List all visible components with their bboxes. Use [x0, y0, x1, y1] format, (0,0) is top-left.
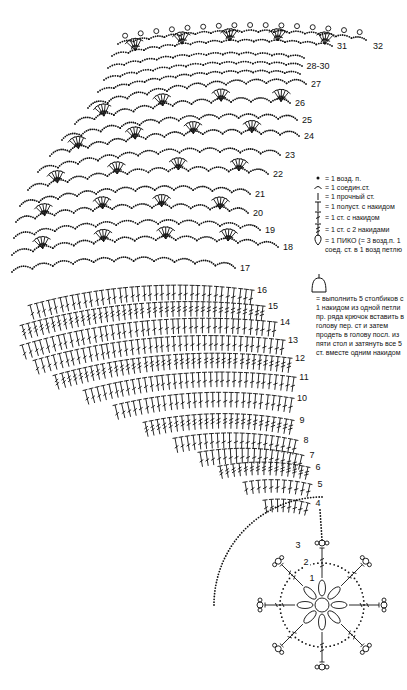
row-number: 6 [315, 462, 322, 472]
row-number: 15 [267, 301, 279, 311]
row-number: 31 [336, 41, 348, 51]
legend-text: = 1 соедин.ст. [325, 183, 405, 192]
row-number: 18 [282, 242, 294, 252]
picot-symbol [315, 235, 321, 245]
legend-text: = 1 прочный ст. [325, 192, 405, 201]
row-number: 7 [309, 450, 316, 460]
row-number: 5 [317, 479, 324, 489]
row-number: 16 [256, 285, 268, 295]
row-number: 14 [279, 317, 291, 327]
row-number: 27 [310, 79, 322, 89]
row-number: 9 [299, 415, 306, 425]
row-number: 20 [252, 208, 264, 218]
legend-text: = 1 ст. с накидом [325, 213, 405, 222]
row-number: 12 [294, 353, 306, 363]
legend-text: = 1 возд. п. [325, 174, 405, 183]
single-crochet-symbol [318, 193, 319, 200]
row-number: 23 [284, 150, 296, 160]
slip-stitch-symbol [315, 187, 322, 190]
legend-text: = 1 полуст. с накидом [325, 202, 405, 211]
row-number: 13 [287, 335, 299, 345]
row-number: 22 [272, 169, 284, 179]
row-number: 17 [239, 263, 251, 273]
legend-text: = 1 ПИКО (= 3 возд.п. 1 соед. ст. в 1 во… [325, 236, 404, 254]
row-number: 28-30 [306, 61, 331, 71]
double-crochet-symbol [315, 212, 321, 223]
legend-text: = 1 ст. с 2 накидами [325, 225, 405, 234]
row-number: 11 [298, 372, 309, 382]
row-number: 32 [372, 41, 384, 51]
row-number: 8 [303, 435, 310, 445]
row-number: 21 [254, 189, 266, 199]
row-number: 19 [264, 225, 276, 235]
row-number: 1 [309, 573, 316, 583]
row-number: 24 [303, 131, 315, 141]
chain-symbol [317, 177, 320, 180]
treble-crochet-symbol [315, 224, 321, 236]
chain-mesh [11, 29, 367, 273]
row-number: 4 [315, 498, 322, 508]
half-double-symbol [315, 202, 321, 211]
row-number: 25 [301, 115, 313, 125]
legend-text: = выполнить 5 столбиков с 1 накидом из о… [316, 294, 404, 357]
row-number: 26 [294, 98, 306, 108]
cluster-fans [33, 23, 363, 249]
row-number: 2 [303, 557, 310, 567]
stitch-rows [20, 285, 313, 515]
centre-motif [213, 496, 387, 670]
row-number: 3 [295, 540, 302, 550]
cluster-symbol [312, 274, 326, 292]
row-number: 10 [296, 393, 308, 403]
